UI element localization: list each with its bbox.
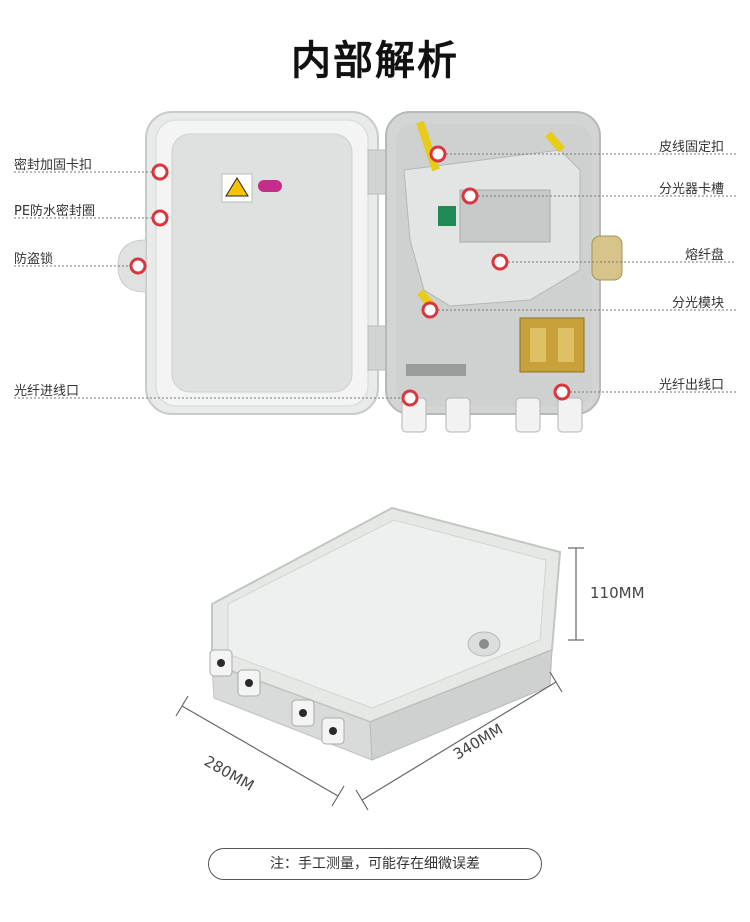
enclosure-base: [385, 111, 623, 433]
enclosure-lid: [117, 111, 389, 415]
label-drop-cable-clip: 皮线固定扣: [658, 140, 724, 155]
measurement-note: 注：手工测量，可能存在细微误差: [208, 848, 542, 880]
dimension-height: 110MM: [590, 584, 645, 602]
label-fiber-inlet: 光纤进线口: [14, 384, 80, 399]
label-fiber-outlet: 光纤出线口: [658, 378, 724, 393]
label-splitter-module: 分光模块: [671, 296, 724, 311]
dimension-lines: [175, 547, 584, 811]
marker-points: [129, 145, 571, 407]
label-splice-tray: 熔纤盘: [684, 248, 724, 263]
label-seal-clip: 密封加固卡扣: [14, 158, 93, 173]
page-title: 内部解析: [291, 38, 459, 84]
label-anti-theft-lock: 防盗锁: [14, 252, 54, 267]
leader-lines: [14, 153, 736, 399]
label-pe-seal-ring: PE防水密封圈: [14, 204, 96, 219]
label-splitter-slot: 分光器卡槽: [658, 182, 724, 197]
closed-enclosure: [209, 506, 562, 761]
